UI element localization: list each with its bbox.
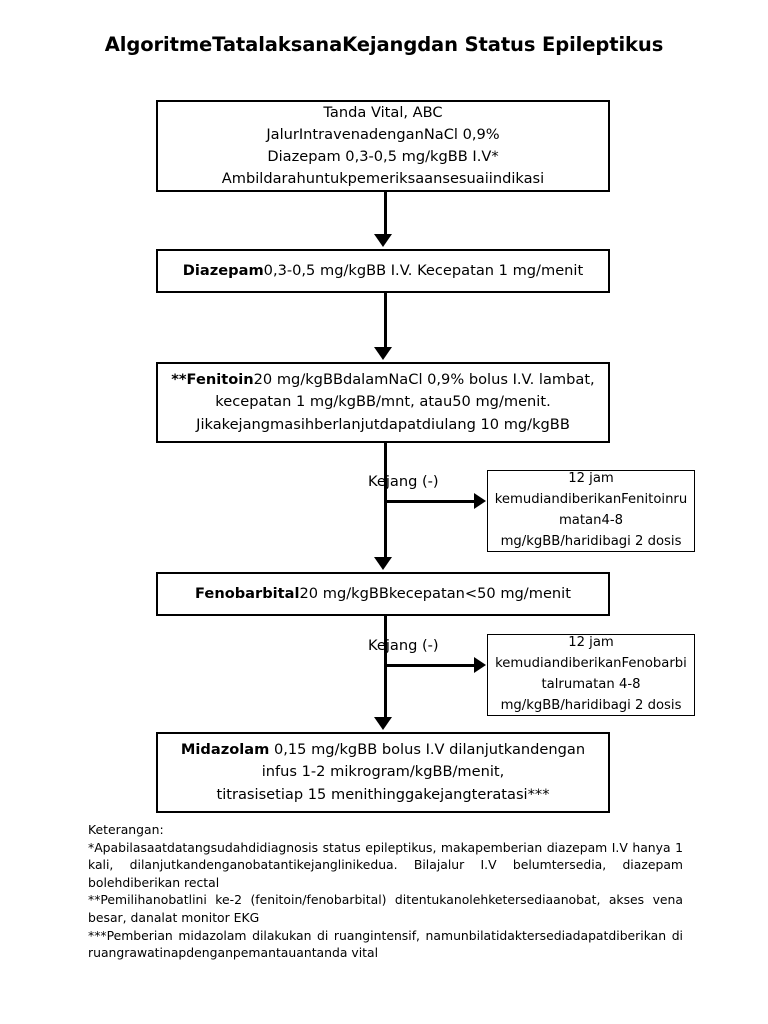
branch-label-kejang-negative-1: Kejang (-): [368, 473, 439, 490]
fenitoin-maint-line-3: matan4-8: [558, 513, 624, 528]
fenobarbital-step-box: Fenobarbital20 mg/kgBBkecepatan<50 mg/me…: [156, 572, 610, 616]
fenobarbital-maint-line-2: kemudiandiberikanFenobarbi: [495, 656, 687, 672]
diazepam-dose-text: 0,3-0,5 mg/kgBB I.V. Kecepatan 1 mg/meni…: [263, 261, 584, 279]
connector-diazepam-to-fenitoin: [383, 293, 387, 349]
footnote-item-2: **Pemilihanobatlini ke-2 (fenitoin/fenob…: [88, 892, 683, 926]
initial-assessment-box: Tanda Vital, ABC JalurIntravenadenganNaC…: [156, 100, 610, 192]
connector-fenitoin-to-maintenance: [383, 499, 477, 503]
footnotes-heading: Keterangan:: [88, 822, 164, 837]
fenitoin-maint-line-4: mg/kgBB/haridibagi 2 dosis: [500, 533, 682, 549]
page-title: AlgoritmeTatalaksanaKejangdan Status Epi…: [104, 33, 664, 56]
fenobarbital-maint-line-4: mg/kgBB/haridibagi 2 dosis: [500, 697, 682, 713]
fenitoin-line-2: kecepatan 1 mg/kgBB/mnt, atau50 mg/menit…: [215, 393, 551, 411]
arrowhead-down-icon: [374, 717, 392, 730]
fenitoin-maint-line-2: kemudiandiberikanFenitoinru: [494, 492, 688, 508]
midazolam-dose-text: 0,15 mg/kgBB bolus I.V dilanjutkandengan: [269, 741, 586, 759]
connector-fenobarbital-to-maintenance: [383, 663, 477, 667]
midazolam-step-box: Midazolam 0,15 mg/kgBB bolus I.V dilanju…: [156, 732, 610, 813]
midazolam-line-2: infus 1-2 mikrogram/kgBB/menit,: [261, 763, 505, 781]
diazepam-line: Diazepam0,3-0,5 mg/kgBB I.V. Kecepatan 1…: [183, 260, 583, 282]
footnote-item-3: ***Pemberian midazolam dilakukan di ruan…: [88, 927, 683, 961]
midazolam-line-3: titrasisetiap 15 menithinggakejangterata…: [216, 785, 550, 803]
arrowhead-right-icon: [474, 493, 486, 509]
midazolam-line-1: Midazolam 0,15 mg/kgBB bolus I.V dilanju…: [181, 739, 585, 761]
fenitoin-line-3: Jikakejangmasihberlanjutdapatdiulang 10 …: [196, 415, 570, 433]
midazolam-drug-name: Midazolam: [180, 741, 270, 759]
connector-fenobarbital-to-midazolam: [383, 616, 387, 719]
initial-line-4: Ambildarahuntukpemeriksaansesuaiindikasi: [221, 170, 545, 188]
initial-line-2: JalurIntravenadenganNaCl 0,9%: [266, 125, 500, 143]
diazepam-step-box: Diazepam0,3-0,5 mg/kgBB I.V. Kecepatan 1…: [156, 249, 610, 293]
diazepam-drug-name: Diazepam: [182, 261, 264, 279]
arrowhead-down-icon: [374, 347, 392, 360]
initial-line-1: Tanda Vital, ABC: [323, 103, 443, 121]
footnote-item-1: *Apabilasaatdatangsudahdidiagnosis statu…: [88, 839, 683, 890]
fenobarbital-line: Fenobarbital20 mg/kgBBkecepatan<50 mg/me…: [195, 583, 571, 605]
arrowhead-down-icon: [374, 557, 392, 570]
fenitoin-maint-line-1: 12 jam: [568, 471, 614, 487]
arrowhead-right-icon: [474, 657, 486, 673]
fenobarbital-maint-line-3: talrumatan 4-8: [541, 677, 641, 692]
fenitoin-step-box: **Fenitoin20 mg/kgBBdalamNaCl 0,9% bolus…: [156, 362, 610, 443]
fenobarbital-maint-line-1: 12 jam: [568, 635, 614, 651]
fenitoin-drug-name: **Fenitoin: [171, 371, 254, 389]
branch-label-kejang-negative-2: Kejang (-): [368, 637, 439, 654]
footnotes-section: Keterangan: *Apabilasaatdatangsudahdidia…: [88, 821, 683, 962]
fenobarbital-maintenance-box: 12 jam kemudiandiberikanFenobarbi talrum…: [487, 634, 695, 716]
initial-line-3: Diazepam 0,3-0,5 mg/kgBB I.V*: [267, 148, 499, 165]
connector-initial-to-diazepam: [383, 192, 387, 236]
fenobarbital-drug-name: Fenobarbital: [195, 584, 300, 602]
arrowhead-down-icon: [374, 234, 392, 247]
fenitoin-maintenance-box: 12 jam kemudiandiberikanFenitoinru matan…: [487, 470, 695, 552]
fenitoin-dose-text: 20 mg/kgBBdalamNaCl 0,9% bolus I.V. lamb…: [253, 371, 595, 389]
fenobarbital-dose-text: 20 mg/kgBBkecepatan<50 mg/menit: [299, 584, 571, 602]
fenitoin-line-1: **Fenitoin20 mg/kgBBdalamNaCl 0,9% bolus…: [171, 369, 594, 391]
